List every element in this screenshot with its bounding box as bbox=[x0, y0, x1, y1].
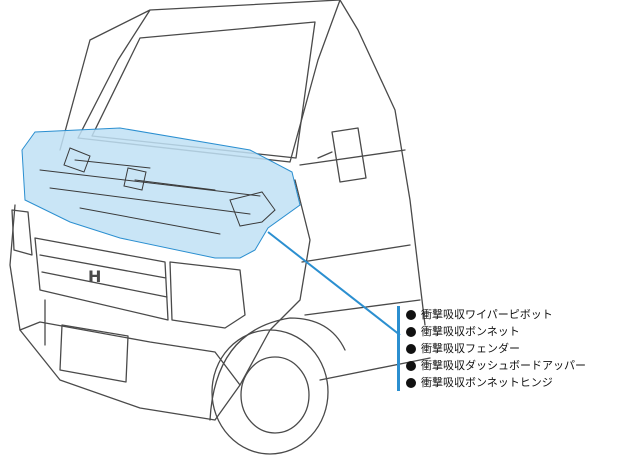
license-plate bbox=[59, 324, 129, 383]
legend-item: 衝撃吸収ワイパーピボット bbox=[406, 306, 620, 323]
headlight-left bbox=[11, 209, 33, 256]
bullet-icon bbox=[406, 360, 416, 371]
side-body bbox=[299, 149, 431, 381]
cowl-panel bbox=[39, 169, 261, 235]
bullet-icon bbox=[406, 377, 416, 388]
legend-item: 衝撃吸収フェンダー bbox=[406, 340, 620, 357]
legend-label: 衝撃吸収フェンダー bbox=[421, 342, 520, 355]
legend-label: 衝撃吸収ボンネット bbox=[421, 325, 520, 338]
feature-legend: 衝撃吸収ワイパーピボット 衝撃吸収ボンネット 衝撃吸収フェンダー 衝撃吸収ダッシ… bbox=[397, 306, 620, 391]
legend-label: 衝撃吸収ボンネットヒンジ bbox=[421, 376, 553, 389]
wheel-arch bbox=[209, 317, 346, 421]
legend-item: 衝撃吸収ダッシュボードアッパー bbox=[406, 357, 620, 374]
wheel-hub bbox=[240, 356, 310, 434]
wheel bbox=[211, 329, 329, 455]
cab-outline bbox=[59, 0, 426, 326]
impact-zone-highlight bbox=[21, 127, 301, 259]
bullet-icon bbox=[406, 309, 416, 320]
wiper-pivot-left bbox=[63, 147, 151, 173]
callout-line bbox=[267, 231, 401, 336]
legend-item: 衝撃吸収ボンネットヒンジ bbox=[406, 374, 620, 391]
mirror bbox=[317, 127, 367, 183]
grille bbox=[34, 237, 169, 321]
bullet-icon bbox=[406, 343, 416, 354]
legend-item: 衝撃吸収ボンネット bbox=[406, 323, 620, 340]
honda-emblem: H bbox=[88, 267, 101, 286]
legend-label: 衝撃吸収ダッシュボードアッパー bbox=[421, 359, 586, 372]
legend-label: 衝撃吸収ワイパーピボット bbox=[421, 308, 553, 321]
headlight-right bbox=[169, 261, 246, 329]
hinge bbox=[229, 191, 276, 227]
bullet-icon bbox=[406, 326, 416, 337]
front-face bbox=[9, 179, 311, 421]
